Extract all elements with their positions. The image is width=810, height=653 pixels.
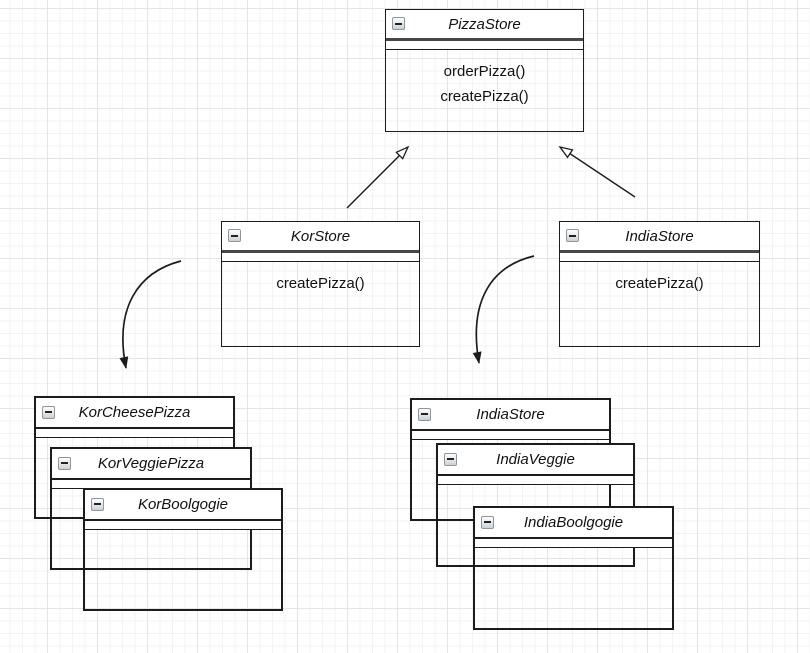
curved-arrow-indiastore-to-indiapizzas[interactable] — [472, 255, 535, 364]
method-label: createPizza() — [276, 275, 365, 292]
compartment-separator — [85, 521, 281, 530]
minus-icon — [94, 503, 101, 505]
collapse-button[interactable] — [42, 405, 55, 419]
collapse-button[interactable] — [418, 407, 431, 421]
compartment-separator — [438, 476, 633, 485]
class-title-indiaboolgogie: IndiaBoolgogie — [475, 508, 672, 539]
minus-icon — [569, 234, 576, 237]
compartment-separator — [412, 431, 609, 440]
collapse-button[interactable] — [58, 456, 71, 470]
minus-icon — [45, 411, 52, 413]
class-name-label: KorStore — [290, 227, 351, 245]
class-title-indiastore-bottom: IndiaStore — [412, 400, 609, 431]
class-title-korveggiepizza: KorVeggiePizza — [52, 449, 250, 480]
class-name-label: KorVeggiePizza — [97, 455, 205, 472]
minus-icon — [484, 521, 491, 523]
class-name-label: IndiaVeggie — [496, 451, 575, 468]
class-name-label: KorBoolgogie — [137, 496, 229, 513]
collapse-button[interactable] — [566, 229, 579, 242]
method-label: createPizza() — [440, 88, 529, 105]
class-name-label: PizzaStore — [448, 15, 521, 33]
compartment-separator — [560, 253, 759, 262]
minus-icon — [421, 413, 428, 415]
method-label: createPizza() — [615, 275, 704, 292]
class-title-korstore: KorStore — [222, 222, 419, 253]
collapse-button[interactable] — [228, 229, 241, 242]
compartment-separator — [36, 429, 233, 438]
method-label: orderPizza() — [443, 63, 526, 80]
collapse-button[interactable] — [91, 497, 104, 511]
class-name-label: IndiaStore — [476, 406, 545, 423]
minus-icon — [231, 234, 238, 237]
generalization-arrow-indiastore-to-pizzastore[interactable] — [558, 145, 636, 198]
collapse-button[interactable] — [392, 17, 405, 30]
class-title-korboolgogie: KorBoolgogie — [85, 490, 281, 521]
curved-arrow-korstore-to-korpizzas[interactable] — [119, 260, 182, 369]
compartment-separator — [475, 539, 672, 548]
class-title-indiastore: IndiaStore — [560, 222, 759, 253]
class-name-label: IndiaStore — [625, 227, 694, 245]
compartment-separator — [222, 253, 419, 262]
class-title-indiaveggie: IndiaVeggie — [438, 445, 633, 476]
class-name-label: IndiaBoolgogie — [523, 514, 624, 531]
minus-icon — [447, 458, 454, 460]
class-box-korveggiepizza[interactable]: KorVeggiePizza — [50, 447, 252, 570]
class-body-empty — [475, 548, 672, 557]
class-body-empty — [438, 485, 633, 494]
class-methods: createPizza() — [222, 262, 419, 296]
class-box-pizzastore[interactable]: PizzaStore orderPizza() createPizza() — [385, 9, 584, 132]
class-title-pizzastore: PizzaStore — [386, 10, 583, 41]
compartment-separator — [386, 41, 583, 50]
minus-icon — [395, 22, 402, 25]
class-name-label: KorCheesePizza — [78, 404, 191, 421]
class-methods: createPizza() — [560, 262, 759, 296]
generalization-arrow-korstore-to-pizzastore[interactable] — [346, 145, 410, 209]
class-title-korcheesepizza: KorCheesePizza — [36, 398, 233, 429]
collapse-button[interactable] — [444, 452, 457, 466]
class-body-empty — [85, 530, 281, 539]
class-body-empty — [36, 438, 233, 447]
class-methods: orderPizza() createPizza() — [386, 50, 583, 109]
class-box-indiaboolgogie[interactable]: IndiaBoolgogie — [473, 506, 674, 630]
collapse-button[interactable] — [481, 515, 494, 529]
class-box-korboolgogie[interactable]: KorBoolgogie — [83, 488, 283, 611]
class-box-korstore[interactable]: KorStore createPizza() — [221, 221, 420, 347]
minus-icon — [61, 462, 68, 464]
class-box-indiastore[interactable]: IndiaStore createPizza() — [559, 221, 760, 347]
class-box-korcheesepizza[interactable]: KorCheesePizza — [34, 396, 235, 519]
class-box-indiaveggie[interactable]: IndiaVeggie — [436, 443, 635, 567]
